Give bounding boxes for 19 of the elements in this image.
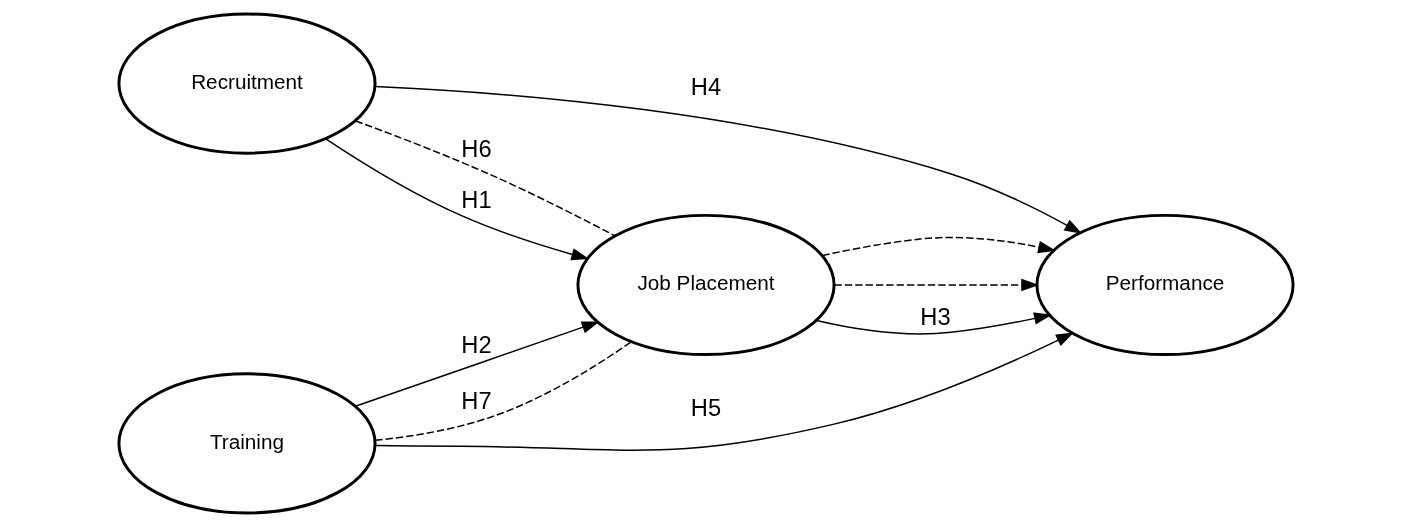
arrow (815, 312, 1052, 335)
arrow (833, 278, 1040, 292)
arrow (354, 321, 600, 407)
edge-label: H3 (920, 303, 951, 330)
connector (374, 340, 633, 441)
arrow (374, 332, 1074, 451)
edge-label: H6 (461, 136, 492, 163)
arrow (325, 138, 590, 261)
edge-label: H1 (461, 186, 492, 213)
edge-label: H5 (690, 395, 722, 422)
edge-label: H4 (690, 74, 722, 101)
connector (354, 120, 616, 237)
arrow (374, 85, 1083, 234)
node-ellipse: Recruitment (117, 12, 377, 155)
node-ellipse: Job Placement (576, 213, 836, 357)
edge-label: H7 (461, 388, 492, 415)
arrow (821, 236, 1056, 257)
edge-label: H2 (461, 331, 492, 358)
node-ellipse: Training (117, 372, 377, 515)
